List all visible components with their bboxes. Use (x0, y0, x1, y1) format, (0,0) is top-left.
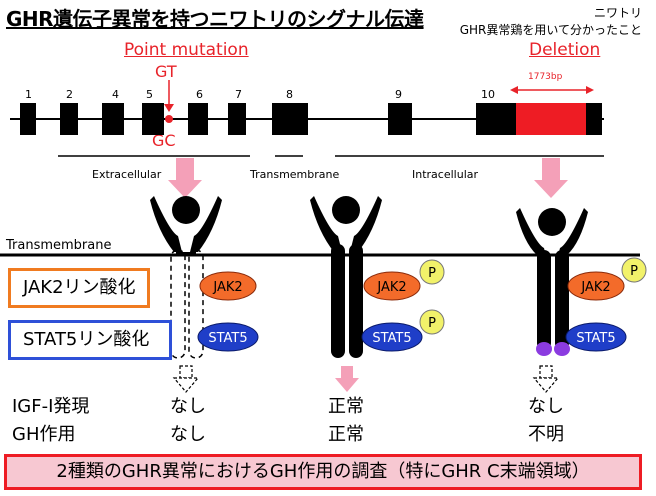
phospho-jak2-3 (621, 257, 647, 283)
region-extracellular: Extracellular (92, 168, 162, 181)
exon-number-7: 7 (235, 88, 242, 101)
gene-structure (10, 80, 604, 135)
phospho-jak2-2 (419, 259, 445, 285)
gh-value-point-mutation: なし (170, 424, 206, 445)
species-label: ニワトリ (593, 6, 642, 20)
gh-value-deletion: 不明 (528, 424, 564, 445)
truncated-end-left (536, 342, 552, 356)
jak2-molecule-2 (363, 271, 421, 301)
gh-value-normal: 正常 (328, 424, 364, 445)
exon-4-block (102, 103, 124, 135)
phospho-stat5-2 (419, 309, 445, 335)
igf-value-point-mutation: なし (170, 396, 206, 417)
stat5-label-1: STAT5 (208, 331, 247, 346)
receptor-point-mutation (150, 196, 222, 359)
mutation-site-marker (165, 115, 173, 123)
exon-6-block (188, 103, 208, 135)
exon-number-6: 6 (196, 88, 203, 101)
exon-2-block (60, 103, 78, 135)
igf-value-normal: 正常 (328, 396, 364, 417)
receptor-normal (310, 196, 382, 358)
point-mutation-label: Point mutation (124, 40, 249, 60)
exon-number-1: 1 (25, 88, 32, 101)
phospho-label-2: P (428, 316, 436, 331)
result-arrow-middle (335, 366, 359, 392)
stat5-phosphorylation-box: STAT5リン酸化 (8, 320, 172, 360)
phospho-label-3: P (630, 264, 638, 279)
jak2-molecule-3 (567, 271, 625, 301)
phospho-label-1: P (428, 266, 436, 281)
region-transmembrane: Transmembrane (250, 168, 340, 181)
exon-number-2: 2 (66, 88, 73, 101)
result-arrow-right (532, 365, 560, 393)
membrane-label: Transmembrane (6, 238, 112, 253)
row-label-igf: IGF-I発現 (12, 396, 90, 417)
exon-1-block (20, 103, 36, 135)
receptor-deletion (516, 208, 588, 356)
result-arrow-left (172, 365, 200, 393)
exon-number-10: 10 (481, 88, 495, 101)
exon-8-block (272, 103, 308, 135)
igf-value-deletion: なし (528, 396, 564, 417)
mutant-base-label: GC (152, 131, 176, 150)
deleted-region (516, 103, 586, 135)
region-intracellular: Intracellular (412, 168, 479, 181)
stat5-label-3: STAT5 (576, 331, 615, 346)
finding-note: GHR異常鶏を用いて分かったこと (459, 23, 642, 37)
jak2-label-1: JAK2 (212, 280, 242, 295)
exon-number-4: 4 (112, 88, 119, 101)
original-base-label: GT (155, 62, 177, 81)
deletion-size-label: 1773bp (528, 72, 563, 82)
deletion-label: Deletion (529, 40, 601, 60)
stat5-label-2: STAT5 (372, 331, 411, 346)
conclusion-banner: 2種類のGHR異常におけるGH作用の調査（特にGHR C末端領域） (4, 454, 642, 490)
stat5-molecule-3 (565, 322, 627, 352)
exon-number-9: 9 (395, 88, 402, 101)
stat5-molecule-2 (361, 322, 423, 352)
stat5-molecule-1 (197, 322, 259, 352)
truncated-end-right (554, 342, 570, 356)
exon-7-block (228, 103, 246, 135)
row-label-gh: GH作用 (12, 424, 76, 445)
page-title: GHR遺伝子異常を持つニワトリのシグナル伝達 (6, 7, 424, 31)
pink-arrow-left (168, 158, 202, 198)
exon-number-8: 8 (286, 88, 293, 101)
exon-number-5: 5 (146, 88, 153, 101)
jak2-label-3: JAK2 (580, 280, 610, 295)
exon-10-block (476, 103, 516, 135)
exon-5-block (142, 103, 164, 135)
jak2-phosphorylation-box: JAK2リン酸化 (8, 268, 150, 308)
jak2-label-2: JAK2 (376, 280, 406, 295)
exon-9-block (388, 103, 412, 135)
jak2-molecule-1 (199, 271, 257, 301)
pink-arrow-right (534, 158, 568, 198)
exon-10-tail (586, 103, 602, 135)
